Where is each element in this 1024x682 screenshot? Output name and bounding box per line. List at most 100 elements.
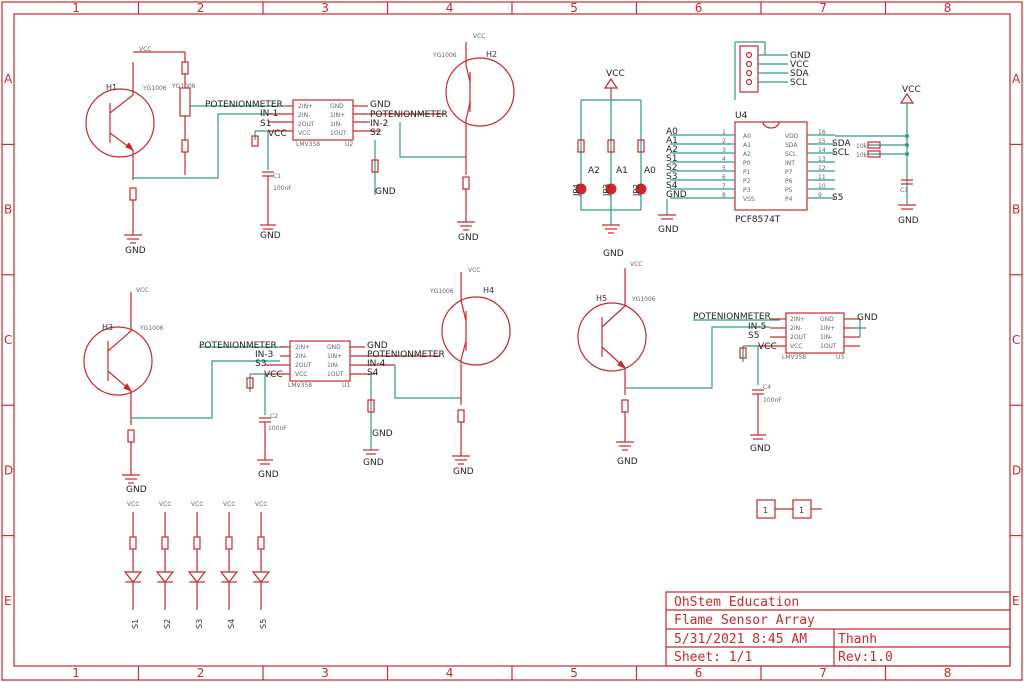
h1-vcc: VCC [139,46,151,53]
h2-vcc: VCC [473,33,485,40]
h2-gnd: GND [458,233,479,243]
pcf-ref: U4 [735,111,748,121]
svg-text:VCC: VCC [790,343,802,350]
pcf-left-net: A2 [666,145,678,155]
svg-text:H5: H5 [596,294,607,303]
svg-text:VCC: VCC [295,371,307,378]
svg-text:2IN+: 2IN+ [295,344,310,351]
led-resistor [225,536,233,550]
grid-col-top: 5 [570,1,578,15]
grid-col-top: 2 [197,1,205,15]
svg-text:1IN+: 1IN+ [327,353,342,360]
grid-row-left: C [4,333,12,347]
pcf-left-net: A1 [666,136,678,146]
h1-ref: H1 [106,83,117,92]
pcf-pins: A01A0A12A1A23A2P04S1P15S2P26S3P37S4VSS8G… [666,127,851,203]
svg-text:VCC: VCC [264,370,283,380]
led-vcc: VCC [127,501,139,508]
pcf-left-num: 3 [722,147,726,154]
svg-text:SDA: SDA [790,69,809,79]
h1-part: YG1006 [142,85,167,92]
led-resistor [193,536,201,550]
grid-col-top: 8 [944,1,952,15]
opamp-u3: 2IN+ 2IN- 2OUT VCC GND 1IN+ 1IN- 1OUT LM… [758,312,860,361]
net-s1: S1 [260,119,271,129]
svg-text:1IN-: 1IN- [820,334,832,341]
svg-text:1IN+: 1IN+ [820,325,835,332]
pot-net-2: POTENIONMETER [370,110,448,120]
svg-text:GND: GND [617,457,638,467]
svg-text:1: 1 [799,506,804,515]
svg-text:S4: S4 [367,368,379,378]
u2-ref: U2 [345,141,353,148]
net-s2: S2 [370,128,381,138]
tb-sheet: Sheet: 1/1 [674,650,752,665]
svg-text:U1: U1 [342,382,350,389]
svg-text:LMV358: LMV358 [296,141,320,148]
svg-text:JP4: JP4 [572,184,581,197]
pcf-right-pin: P6 [785,178,793,185]
svg-text:2IN+: 2IN+ [790,316,805,323]
pcf-right-num: 15 [818,138,826,145]
c3-gnd: GND [898,216,919,226]
svg-text:1: 1 [763,506,768,515]
led-diode-icon [155,571,175,583]
grid-col-bottom: 8 [944,666,952,680]
test-pads: 1 1 [756,499,822,519]
pcf-left-num: 2 [722,138,726,145]
sensor-h4: H4 YG1006 VCC GND [429,267,511,477]
pcf-right-pin: SCL [785,151,797,158]
grid-col-bottom: 7 [819,666,827,680]
svg-text:YG1006: YG1006 [139,325,164,332]
led-net: S5 [259,619,268,629]
pcf-left-pin: P3 [743,187,751,194]
led-diode-icon [219,571,239,583]
svg-text:S5: S5 [748,331,759,341]
svg-text:1OUT: 1OUT [820,343,837,350]
svg-text:VCC: VCC [758,342,777,352]
pcf-left-num: 4 [722,156,726,163]
svg-text:YG1006: YG1006 [631,296,656,303]
grid-row-left: E [4,594,12,608]
svg-text:2OUT: 2OUT [295,362,312,369]
pcf-right-pin: P7 [785,169,793,176]
grid-col-top: 4 [446,1,454,15]
svg-text:2OUT: 2OUT [298,121,315,128]
svg-text:10k: 10k [856,152,868,159]
c1-gnd: GND [260,231,281,241]
tb-date: 5/31/2021 8:45 AM [674,632,807,647]
led-net: S3 [195,619,204,629]
pcf-left-pin: P1 [743,169,751,176]
pcf-right-net: SCL [832,148,849,158]
pot-r1: YG1006 [133,51,196,175]
svg-text:S3: S3 [255,359,266,369]
svg-text:1IN+: 1IN+ [330,112,345,119]
r-s2-gnd: GND [375,187,396,197]
svg-text:JP3: JP3 [602,184,611,197]
grid-col-bottom: 4 [446,666,454,680]
svg-text:GND: GND [372,429,393,439]
svg-text:POTENIONMETER: POTENIONMETER [693,312,771,322]
led-vcc: VCC [223,501,235,508]
svg-text:GND: GND [330,103,344,110]
svg-text:2IN-: 2IN- [298,112,310,119]
sensor-h2: H2 YG1006 VCC GND [432,33,515,243]
svg-text:1OUT: 1OUT [330,130,347,137]
opamp-u1: 2IN+ 2IN- 2OUT VCC GND 1IN+ 1IN- 1OUT LM… [265,340,440,389]
grid-row-right: D [1012,463,1021,477]
pot-net: POTENIONMETER [205,100,283,110]
title-block: OhStem Education Flame Sensor Array 5/31… [665,591,1011,667]
inner-frame [13,13,1011,667]
pcf-right-net: S5 [832,193,843,203]
svg-text:1OUT: 1OUT [327,371,344,378]
h1-gnd: GND [125,246,146,256]
led-vcc: VCC [255,501,267,508]
svg-text:U3: U3 [836,354,844,361]
jp-vcc: VCC [606,69,625,79]
svg-text:C2: C2 [270,413,278,420]
led-vcc: VCC [159,501,171,508]
pot-part: YG1006 [171,83,196,90]
pcf-right-num: 14 [818,147,826,154]
svg-text:LMV358: LMV358 [782,354,806,361]
